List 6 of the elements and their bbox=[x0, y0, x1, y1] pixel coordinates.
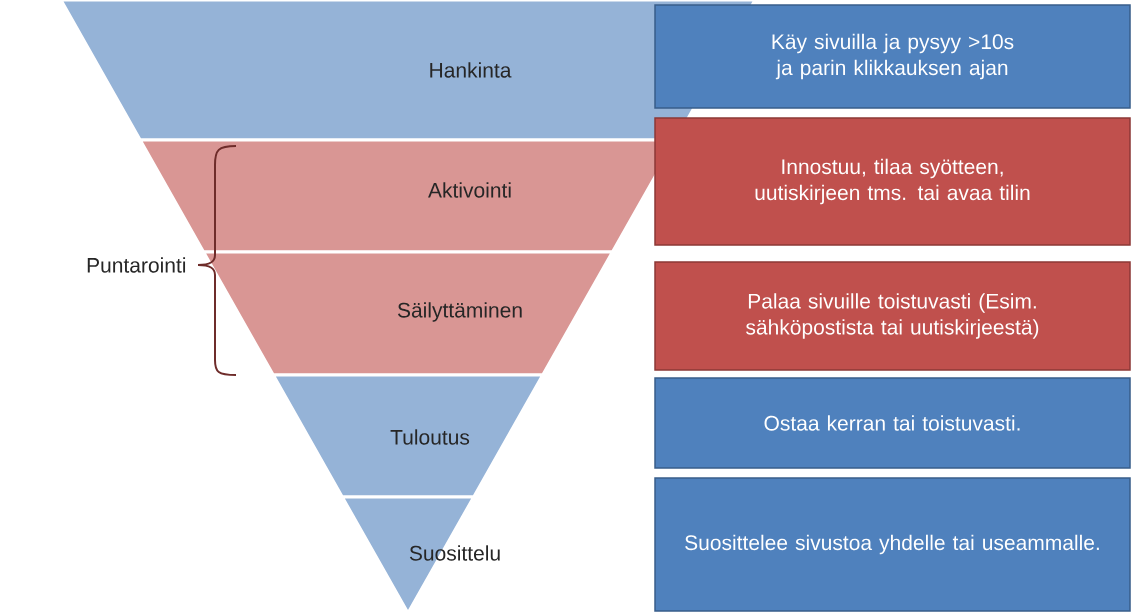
description-box: Ostaa kerran tai toistuvasti. bbox=[654, 377, 1131, 469]
bracket-label: Puntarointi bbox=[87, 257, 186, 273]
description-box: Palaa sivuille toistuvasti (Esim. sähköpostista tai uutiskirjeestä) bbox=[654, 261, 1131, 371]
description-box: Innostuu, tilaa syötteen, uutiskirjeen tms. tai avaa tilin bbox=[654, 117, 1131, 246]
description-box: Käy sivuilla ja pysyy >10s ja parin klikkauksen ajan bbox=[654, 4, 1131, 109]
description-box: Suosittelee sivustoa yhdelle tai useammalle. bbox=[654, 477, 1131, 612]
